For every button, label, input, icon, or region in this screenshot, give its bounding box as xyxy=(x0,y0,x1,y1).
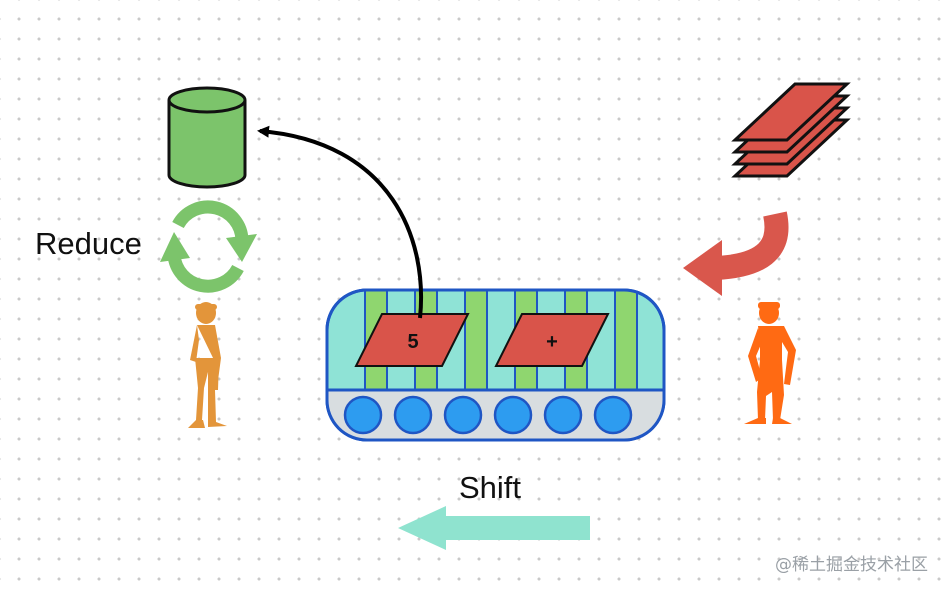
right-worker-icon xyxy=(744,302,796,424)
shift-label: Shift xyxy=(459,470,522,505)
token-operator: + xyxy=(494,313,610,367)
token-number-label: 5 xyxy=(407,331,418,353)
paper-stack-icon xyxy=(731,82,851,178)
left-worker-icon xyxy=(188,302,227,428)
token-operator-label: + xyxy=(546,331,558,353)
push-to-stack-arrow xyxy=(257,125,423,319)
reduce-label: Reduce xyxy=(35,226,142,261)
belt-rollers xyxy=(343,395,633,435)
shift-arrow-icon xyxy=(398,506,590,550)
reduce-cycle-icon xyxy=(160,200,257,293)
curved-arrow-icon xyxy=(683,211,789,296)
token-number: 5 xyxy=(354,313,470,367)
stack-cylinder-icon xyxy=(167,86,247,189)
watermark: @稀土掘金技术社区 xyxy=(775,555,928,575)
